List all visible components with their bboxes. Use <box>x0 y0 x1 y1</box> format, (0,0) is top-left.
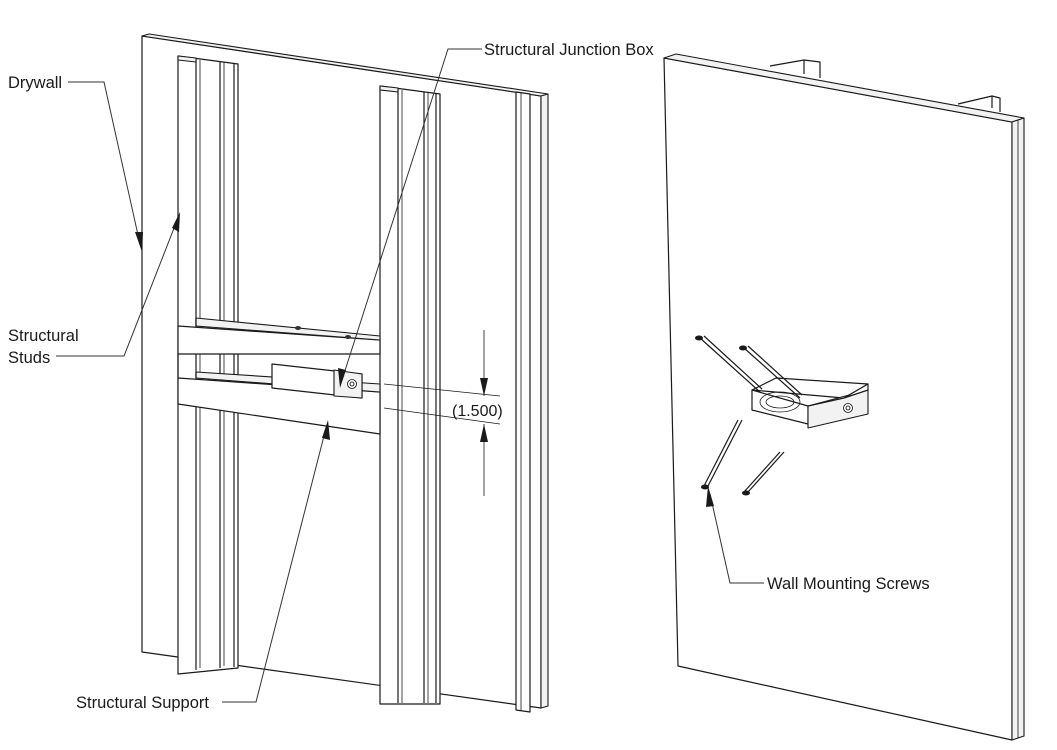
studs-arrowhead <box>172 212 180 232</box>
screw-bottom-left <box>701 419 743 490</box>
wall-mounting-screws <box>695 335 803 496</box>
support-leader <box>222 427 327 703</box>
screws-arrowhead <box>706 486 714 507</box>
dimension-lines <box>383 330 501 496</box>
dimension-value: (1.500) <box>452 403 503 420</box>
drywall-label: Drywall <box>8 74 62 92</box>
structural-studs-label-line1: Structural <box>8 327 79 345</box>
support-arrowhead <box>322 420 330 440</box>
right-assembly <box>663 53 1025 741</box>
left-stud <box>177 55 239 675</box>
structural-support-label: Structural Support <box>76 694 209 712</box>
wall-mounting-screws-label: Wall Mounting Screws <box>767 575 930 593</box>
screw-top-right <box>739 345 803 399</box>
dimension-arrow-down <box>480 378 488 396</box>
studs-leader <box>56 217 179 357</box>
drywall-leader <box>68 81 141 245</box>
junction-box-arrowhead <box>338 368 346 388</box>
junction-box-leader <box>341 48 482 381</box>
screw-top-left <box>695 335 763 393</box>
structural-studs-label-line2: Studs <box>8 349 50 367</box>
back-studs <box>769 59 1001 112</box>
right-stud <box>379 85 531 713</box>
junction-box-right <box>751 377 869 429</box>
screw-bottom-right <box>742 451 785 496</box>
junction-box-label: Structural Junction Box <box>484 41 654 59</box>
labels: Drywall Structural Studs Structural Junc… <box>8 41 930 712</box>
dimension-arrow-up <box>480 424 488 442</box>
drywall-arrowhead <box>135 232 143 252</box>
leaders <box>56 48 764 703</box>
screws-leader <box>709 493 764 584</box>
